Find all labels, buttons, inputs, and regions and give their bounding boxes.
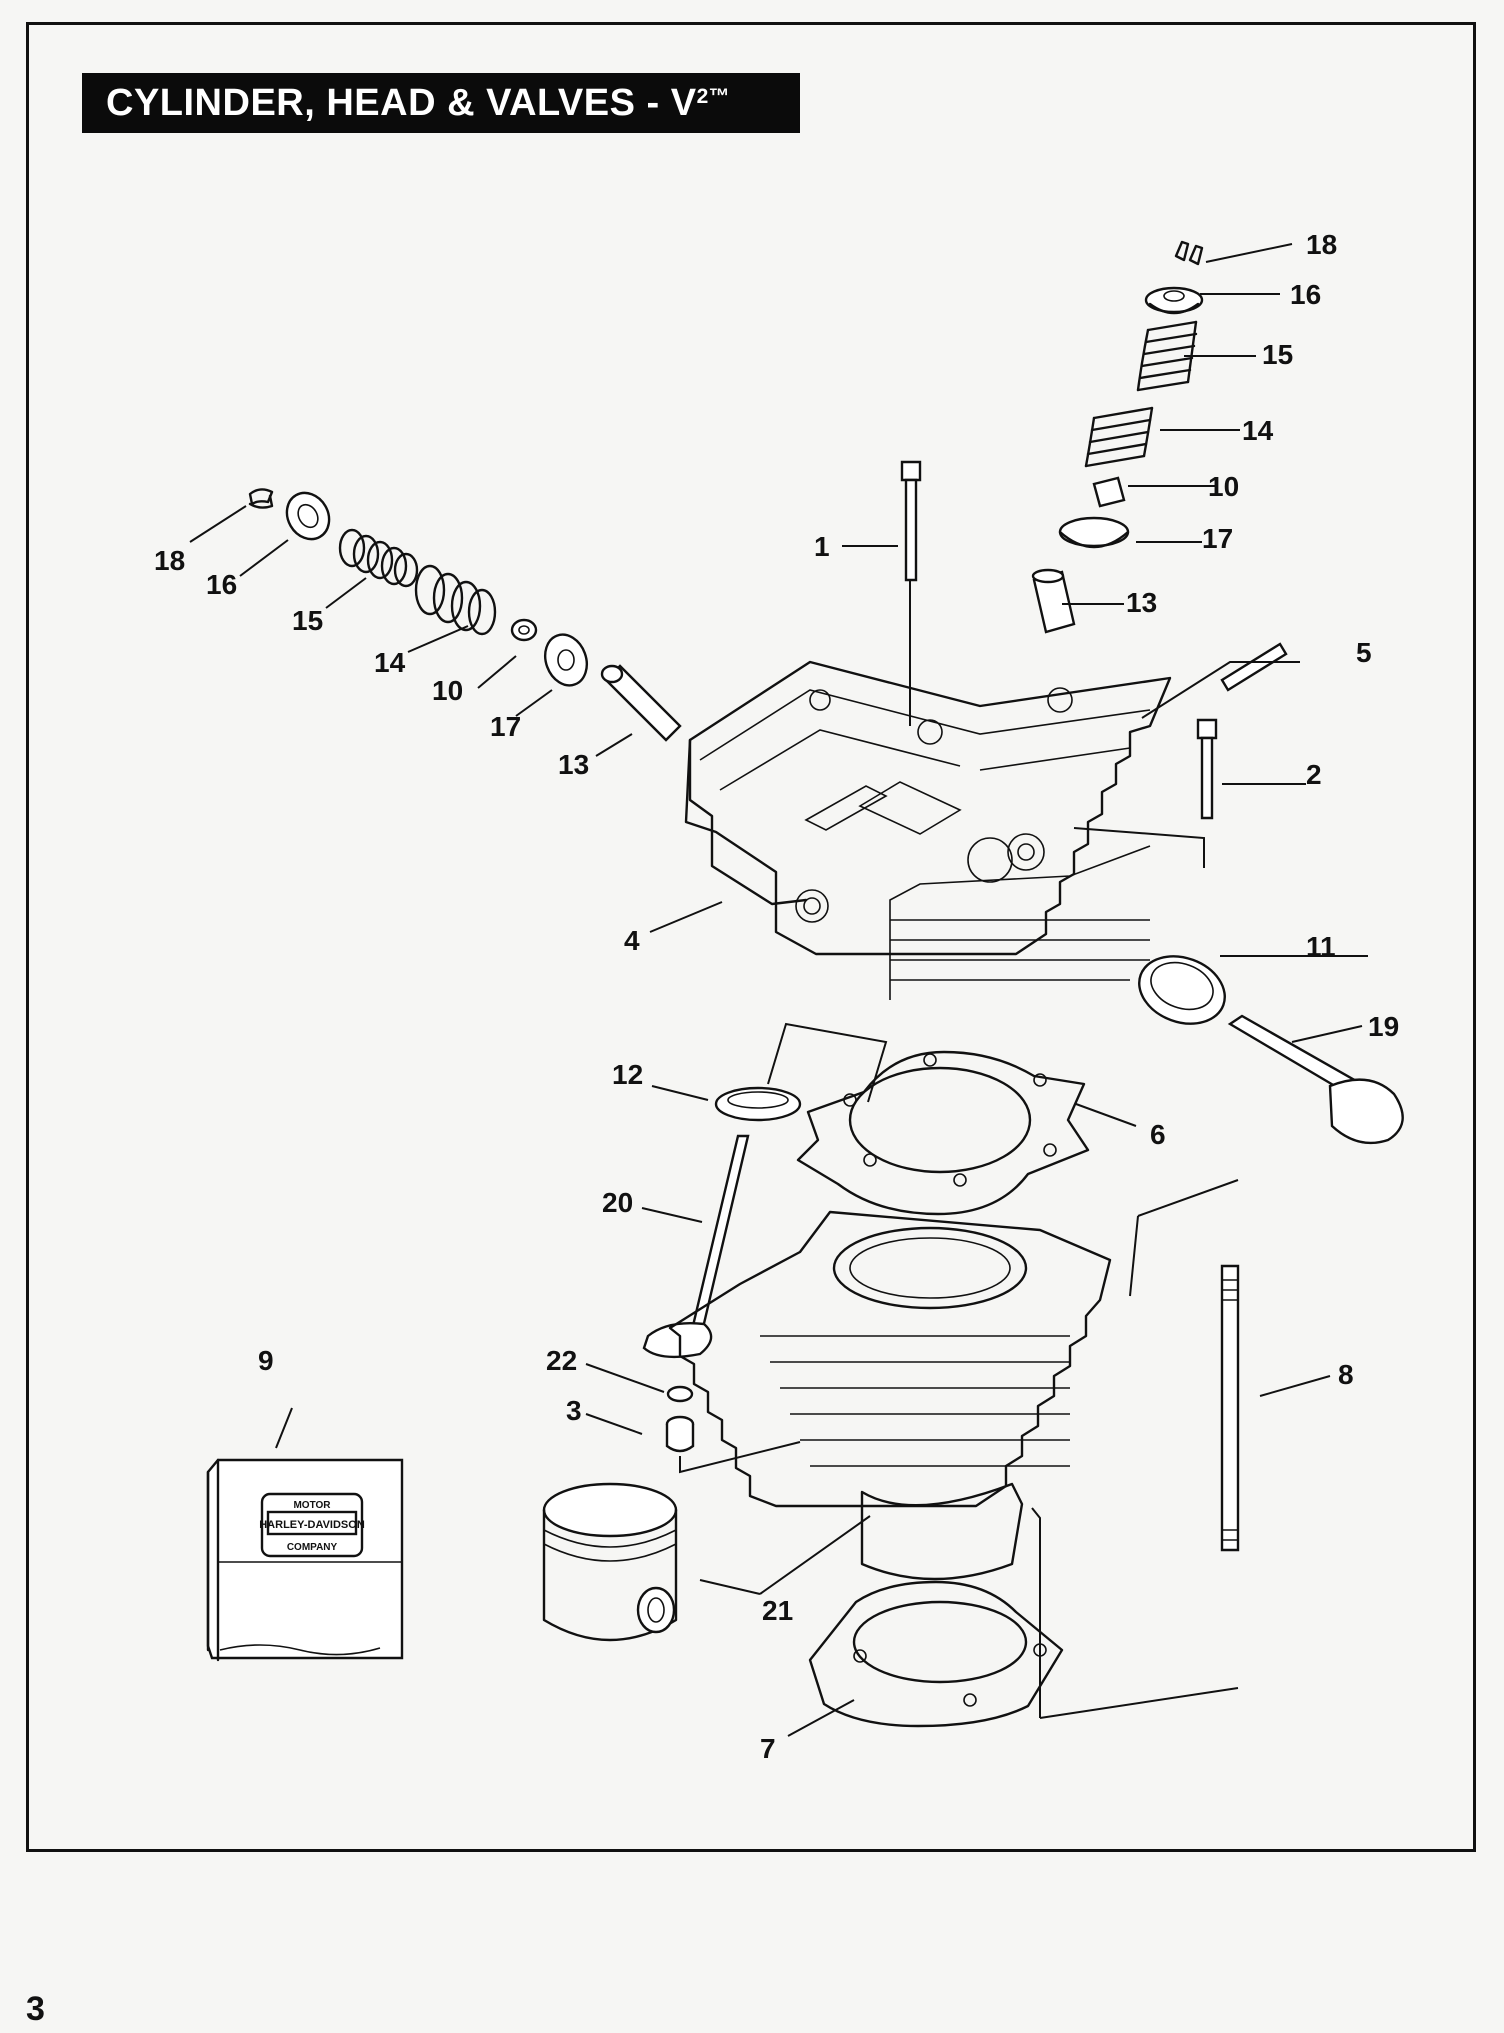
cylinder-part [668,1210,1112,1581]
keepers-part-left [248,488,274,509]
keepers-part-right [1174,240,1204,266]
callout-10-left: 10 [432,675,463,706]
valve-seal-part-right [1092,476,1126,508]
inner-spring-part-left [414,564,497,636]
lower-collar-part-right [1058,516,1130,549]
exhaust-valve-part [1227,1014,1404,1145]
upper-collar-part-right [1144,286,1204,315]
callout-2: 2 [1306,759,1322,790]
valve-seal-part-left [510,618,538,642]
logo-bottom-text: COMPANY [287,1542,338,1553]
head-bolt-long-part [900,460,922,582]
callout-3: 3 [566,1395,582,1426]
lower-collar-part-left [544,633,588,687]
outer-spring-part-left [338,528,419,588]
outer-spring-part-right [1136,320,1198,392]
callout-9: 9 [258,1345,274,1376]
callout-18-right: 18 [1306,229,1337,260]
diagram-frame [26,22,1476,1852]
callout-16-right: 16 [1290,279,1321,310]
callout-7: 7 [760,1733,776,1764]
head-bolt-short-part [1196,718,1218,820]
callout-13-right: 13 [1126,587,1157,618]
callout-labels: 1 2 3 4 5 6 7 8 9 10 10 11 12 13 13 14 1… [154,229,1399,1764]
head-gasket-part [796,1050,1090,1216]
page-title-text: CYLINDER, HEAD & VALVES - V [106,82,697,124]
callout-19: 19 [1368,1011,1399,1042]
callout-17-left: 17 [490,711,521,742]
page-title-superscript: 2™ [696,85,731,108]
callout-5: 5 [1356,637,1372,668]
callout-leader-lines [189,243,1368,1737]
callout-14-left: 14 [374,647,406,678]
callout-1: 1 [814,531,830,562]
callout-20: 20 [602,1187,633,1218]
callout-22: 22 [546,1345,577,1376]
callout-17-right: 17 [1202,523,1233,554]
callout-15-right: 15 [1262,339,1293,370]
base-gasket-part [808,1580,1064,1728]
valve-seat-insert-part [1138,955,1226,1025]
inner-spring-part-right [1084,406,1154,468]
piston-part [542,1482,678,1642]
cylinder-stud-part [1220,1264,1240,1552]
valve-seat-ring-part [714,1086,802,1122]
callout-16-left: 16 [206,569,237,600]
upper-collar-part-left [285,491,331,541]
page-title: CYLINDER, HEAD & VALVES - V2™ [82,73,800,133]
page-number: 3 [26,1990,45,2028]
callout-6: 6 [1150,1119,1166,1150]
callout-15-left: 15 [292,605,323,636]
callout-18-left: 18 [154,545,185,576]
assembly-bracket-lines [679,580,1239,1719]
callout-4: 4 [624,925,640,956]
dowel-pin-part [665,1415,695,1453]
callout-21: 21 [762,1595,793,1626]
o-ring-part [666,1385,694,1403]
callout-12: 12 [612,1059,643,1090]
callout-14-right: 14 [1242,415,1274,446]
logo-middle-text: HARLEY-DAVIDSON [259,1519,365,1531]
valve-guide-part-right [1031,568,1076,634]
callout-8: 8 [1338,1359,1354,1390]
callout-13-left: 13 [558,749,589,780]
callout-11: 11 [1306,931,1336,962]
intake-valve-part [642,1134,750,1359]
cylinder-head-part [684,660,1172,1000]
valve-guide-part-left [600,664,682,742]
stud-part [1220,642,1288,692]
logo-top-text: MOTOR [293,1500,331,1511]
gasket-kit-box-part: MOTOR HARLEY-DAVIDSON COMPANY [206,1458,404,1662]
callout-10-right: 10 [1208,471,1239,502]
